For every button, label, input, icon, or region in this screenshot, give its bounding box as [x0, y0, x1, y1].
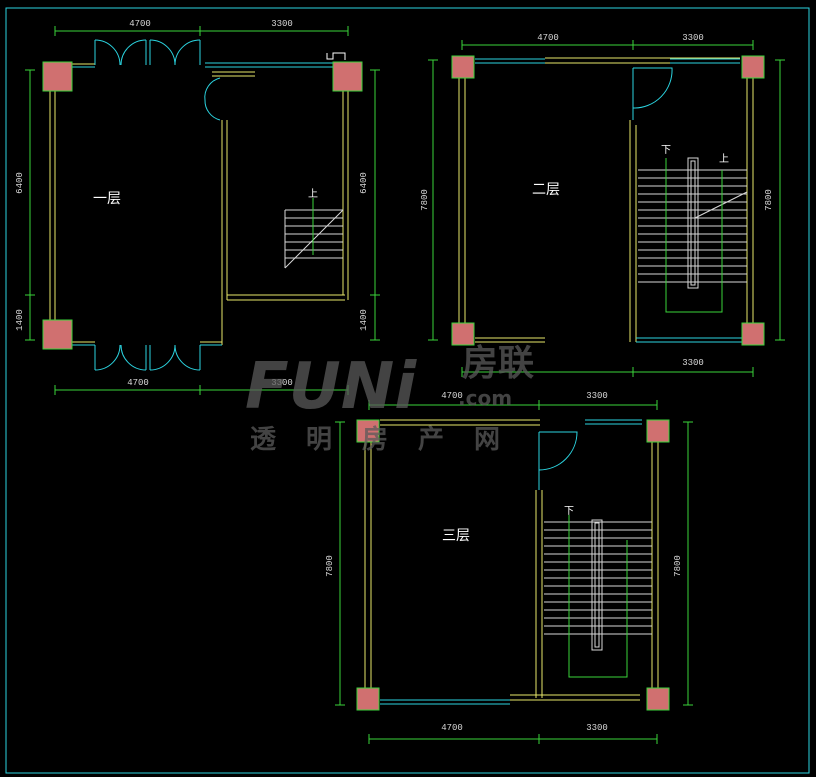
column	[646, 687, 670, 711]
watermark-logo: FUNi	[245, 350, 417, 424]
plan2-floor-label: 二层	[532, 182, 560, 198]
plan1-stair	[284, 209, 344, 269]
watermark-tagline: 透明房产网	[250, 425, 530, 455]
plan1-floor-label: 一层	[93, 191, 121, 207]
plan1-bottom-dim-2: 3300	[271, 378, 293, 388]
plan2-stair	[638, 157, 748, 289]
plan2-windows	[475, 58, 742, 343]
plan2-top-dim-2: 3300	[682, 33, 704, 43]
plan1-walls	[49, 63, 349, 345]
plan1-dimension-lines	[25, 26, 380, 395]
plan3-bottom-dim-2: 3300	[586, 723, 608, 733]
column	[646, 419, 670, 443]
column	[42, 61, 73, 92]
plan3-stair	[544, 519, 652, 651]
plan-floor-2: 4700 3300 3300 7800 7800	[420, 33, 785, 377]
plan2-top-dim-1: 4700	[537, 33, 559, 43]
plan3-right-dim: 7800	[673, 555, 683, 577]
plan-floor-3: 4700 3300 4700 3300 7800 7800	[325, 391, 693, 744]
watermark-brand: 房联	[462, 343, 534, 384]
column	[356, 687, 380, 711]
plan2-right-dim: 7800	[764, 189, 774, 211]
plan1-left-dim-1: 6400	[15, 172, 25, 194]
plan3-stair-down-label: 下	[564, 506, 574, 517]
plan1-right-dim-1: 6400	[359, 172, 369, 194]
plan2-bottom-dim-1: 3300	[682, 358, 704, 368]
plan2-stair-up-label: 上	[719, 153, 729, 165]
plan3-dimension-lines	[335, 400, 693, 744]
drawing-frame	[5, 7, 810, 774]
plan1-bottom-dim-1: 4700	[127, 378, 149, 388]
column	[741, 55, 765, 79]
plan3-columns	[356, 419, 670, 711]
plan-floor-1: 4700 3300 4700 3300 6400 1400 6400 1400	[15, 19, 380, 395]
plan3-floor-label: 三层	[442, 528, 470, 544]
plan1-stair-up-label: 上	[308, 188, 318, 200]
watermark-domain: .com	[458, 386, 512, 410]
column	[741, 322, 765, 346]
plan3-top-dim-2: 3300	[586, 391, 608, 401]
plan1-columns	[42, 61, 363, 350]
column	[451, 55, 475, 79]
column	[332, 61, 363, 92]
plan2-stair-down-label: 下	[661, 145, 671, 156]
plan3-top-dim-1: 4700	[441, 391, 463, 401]
plan2-walls	[458, 57, 754, 343]
plan2-columns	[451, 55, 765, 346]
plan2-stair-path	[665, 158, 723, 313]
column	[356, 419, 380, 443]
column	[451, 322, 475, 346]
column	[42, 319, 73, 350]
plan1-windows	[70, 39, 335, 371]
plan2-dimension-lines	[428, 40, 785, 377]
plan3-windows	[380, 419, 642, 705]
plan3-walls	[364, 419, 659, 701]
plan1-vent-symbol	[326, 52, 346, 60]
plan3-bottom-dim-1: 4700	[441, 723, 463, 733]
plan1-top-dim-1: 4700	[129, 19, 151, 29]
plan1-right-dim-2: 1400	[359, 309, 369, 331]
plan1-left-dim-2: 1400	[15, 309, 25, 331]
plan1-top-dim-2: 3300	[271, 19, 293, 29]
plan3-stair-path	[568, 515, 628, 678]
plan2-left-dim: 7800	[420, 189, 430, 211]
watermark: FUNi 房联 .com 透明房产网	[245, 343, 534, 455]
plan3-left-dim: 7800	[325, 555, 335, 577]
